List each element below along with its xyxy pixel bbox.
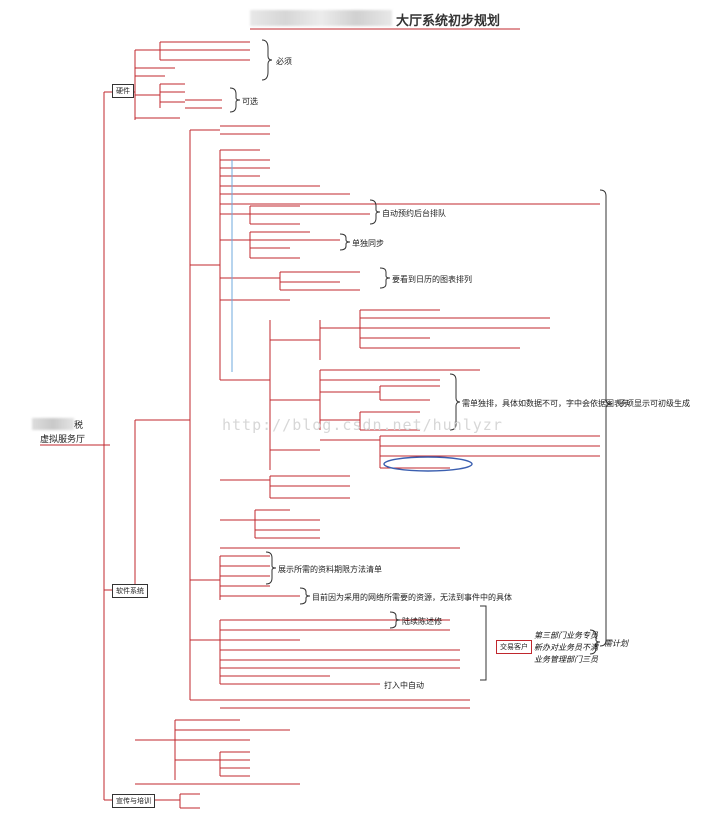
label-trial: 需单独排，具体如数据不可，字中会依据图表示 xyxy=(462,399,630,408)
plan-item-1: 第三部门业务专员 xyxy=(534,631,598,640)
branch-hardware: 硬件 xyxy=(112,84,134,98)
label-sync: 子项显示可初级生成 xyxy=(618,399,690,408)
highlight-ellipse xyxy=(383,456,473,472)
root-label-line1: 税 xyxy=(74,421,84,431)
root-redaction xyxy=(32,418,74,430)
page-title: 大厅系统初步规划 xyxy=(396,14,501,29)
plan-item-2: 新办对业务员不满 xyxy=(534,643,598,652)
title-redaction xyxy=(250,10,392,26)
watermark: http://blog.csdn.net/hunlyzr xyxy=(222,416,503,434)
branch-promo: 宣传与培训 xyxy=(112,794,155,808)
label-ai-note: 打入中自动 xyxy=(384,681,424,690)
ai-box: 交易客户 xyxy=(496,640,532,654)
plan-item-3: 业务管理部门三员 xyxy=(534,655,598,664)
branch-software: 软件系统 xyxy=(112,584,148,598)
label-display-queue: 自动预约后台排队 xyxy=(382,209,446,218)
label-required: 必须 xyxy=(276,57,292,66)
label-kiosk: 展示所需的资料期限方法清单 xyxy=(278,565,382,574)
label-show-calendar: 要看到日历的图表排列 xyxy=(392,275,472,284)
label-publish: 陆续陈述修 xyxy=(402,617,442,626)
label-access: 目前因为采用的网络所需要的资源，无法到事件中的具体 xyxy=(312,593,512,602)
label-optional: 可选 xyxy=(242,97,258,106)
plan-side-label: 需计划 xyxy=(604,639,628,648)
root-label-line2: 虚拟服务厅 xyxy=(40,435,86,445)
label-call-screen: 单独同步 xyxy=(352,239,384,248)
